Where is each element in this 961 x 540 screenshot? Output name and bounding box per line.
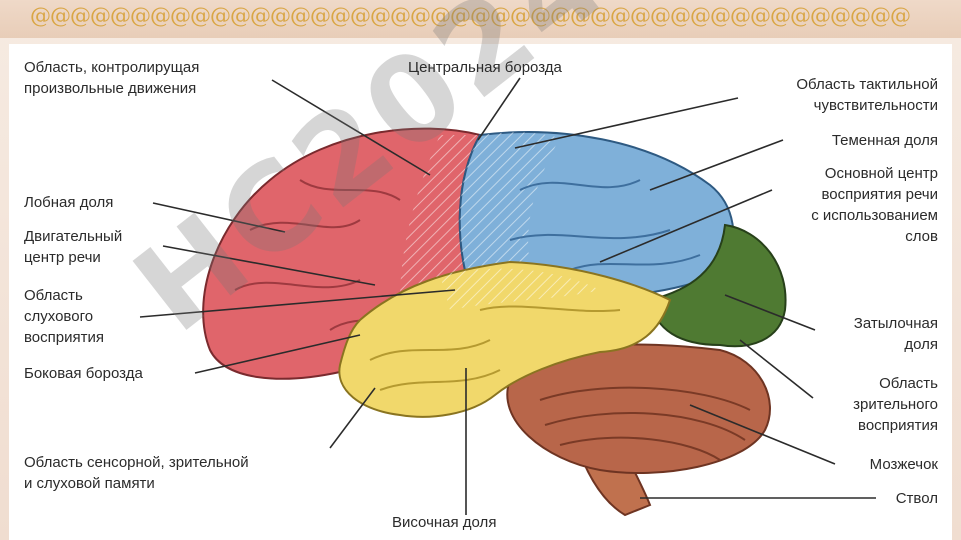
leader-tactile: [514, 97, 739, 149]
label-occipital: Затылочная доля: [853, 315, 938, 353]
leader-memory: [329, 387, 376, 449]
leader-frontal: [152, 202, 286, 233]
label-frontal: Лобная доля: [24, 194, 114, 211]
leader-visual: [739, 339, 814, 399]
ornament-pattern: @@@@@@@@@@@@@@@@@@@@@@@@@@@@@@@@@@@@@@@@…: [30, 4, 911, 28]
label-cerebellum: Мозжечок: [869, 456, 938, 473]
leader-cerebellum: [689, 404, 836, 465]
label-stem: Ствол: [895, 490, 938, 507]
label-central-sulcus: Центральная борозда: [408, 59, 562, 76]
label-visual: Область зрительного восприятия: [853, 375, 938, 434]
leader-central-sulcus: [477, 77, 521, 141]
label-memory: Область сенсорной, зрительной и слуховой…: [24, 454, 249, 492]
label-lateral-sulcus: Боковая борозда: [24, 365, 143, 382]
leader-auditory: [139, 289, 456, 318]
label-voluntary-movement: Область, контролирущая произвольные движ…: [24, 59, 200, 97]
label-speech-words: Основной центр восприятия речи с использ…: [811, 165, 938, 245]
leader-voluntary-movement: [271, 79, 431, 176]
leader-motor-speech: [162, 245, 376, 286]
label-auditory: Область слухового восприятия: [24, 287, 104, 346]
label-tactile: Область тактильной чувствительности: [796, 76, 938, 114]
label-temporal: Височная доля: [392, 514, 497, 531]
leader-speech-words: [599, 189, 773, 263]
leader-occipital: [724, 294, 816, 331]
leader-lateral-sulcus: [194, 334, 361, 374]
label-parietal: Теменная доля: [831, 132, 938, 149]
occipital-lobe: [648, 223, 787, 348]
decorative-border: @@@@@@@@@@@@@@@@@@@@@@@@@@@@@@@@@@@@@@@@…: [0, 0, 961, 38]
label-motor-speech: Двигательный центр речи: [24, 228, 123, 266]
leader-parietal: [649, 139, 784, 191]
temporal-lobe: [338, 260, 672, 418]
